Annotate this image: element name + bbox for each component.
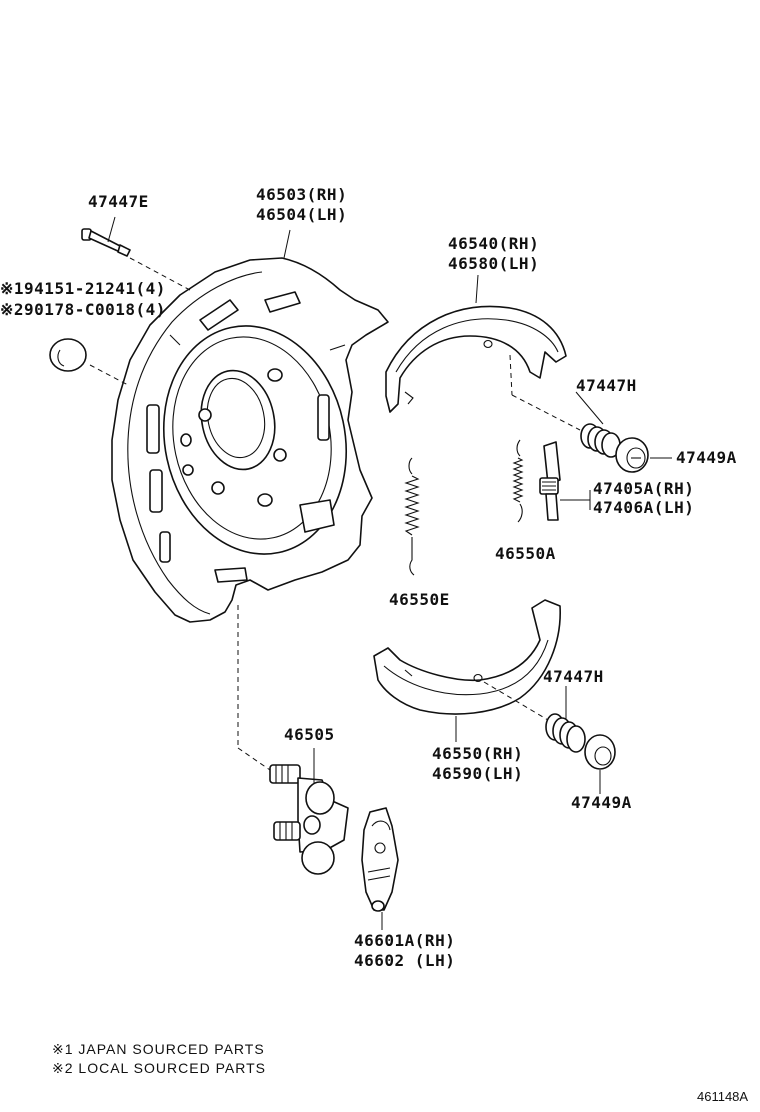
bolt-47447e[interactable] bbox=[81, 216, 131, 257]
backing-plate[interactable] bbox=[111, 257, 389, 623]
note-local-sourced: ※2 LOCAL SOURCED PARTS bbox=[52, 1060, 266, 1076]
label-46503: 46503(RH) bbox=[256, 185, 347, 204]
spring-47447h-upper[interactable] bbox=[580, 423, 621, 458]
label-47447e: 47447E bbox=[88, 192, 149, 211]
label-46580: 46580(LH) bbox=[448, 254, 539, 273]
label-46540: 46540(RH) bbox=[448, 234, 539, 253]
label-47447h-lower: 47447H bbox=[543, 667, 604, 686]
label-46602: 46602 (LH) bbox=[354, 951, 455, 970]
diagram-code: 461148A bbox=[697, 1089, 748, 1104]
spring-46550e[interactable] bbox=[404, 457, 420, 576]
spring-46550a[interactable] bbox=[512, 439, 524, 523]
label-46504: 46504(LH) bbox=[256, 205, 347, 224]
cup-47449a-lower[interactable] bbox=[584, 734, 616, 770]
bell-crank-46505[interactable] bbox=[269, 764, 349, 875]
label-290178: ※290178-C0018(4) bbox=[0, 300, 166, 319]
label-46550: 46550(RH) bbox=[432, 744, 523, 763]
label-47406a: 47406A(LH) bbox=[593, 498, 694, 517]
lower-brake-shoe[interactable] bbox=[373, 599, 561, 715]
clip-nut[interactable] bbox=[49, 338, 87, 372]
label-46590: 46590(LH) bbox=[432, 764, 523, 783]
adjuster-47405a[interactable] bbox=[539, 441, 561, 521]
label-46550e: 46550E bbox=[389, 590, 450, 609]
note-japan-sourced: ※1 JAPAN SOURCED PARTS bbox=[52, 1041, 265, 1057]
label-46550a: 46550A bbox=[495, 544, 556, 563]
label-47405a: 47405A(RH) bbox=[593, 479, 694, 498]
label-47449a-lower: 47449A bbox=[571, 793, 632, 812]
label-46505: 46505 bbox=[284, 725, 335, 744]
upper-brake-shoe[interactable] bbox=[385, 305, 567, 413]
label-46601a: 46601A(RH) bbox=[354, 931, 455, 950]
spring-47447h-lower[interactable] bbox=[545, 713, 586, 753]
brake-lever-46601a[interactable] bbox=[361, 807, 399, 912]
cup-47449a-upper[interactable] bbox=[615, 437, 649, 473]
label-47447h-upper: 47447H bbox=[576, 376, 637, 395]
label-194151: ※194151-21241(4) bbox=[0, 279, 166, 298]
label-47449a-upper: 47449A bbox=[676, 448, 737, 467]
